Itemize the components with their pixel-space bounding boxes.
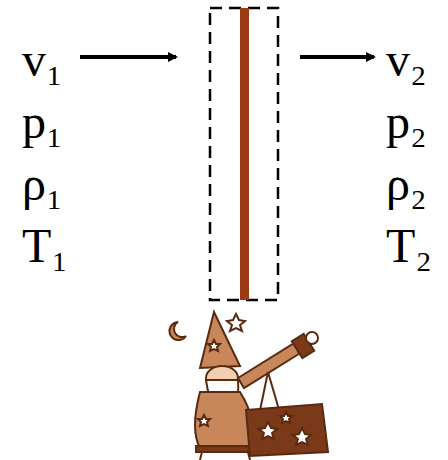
- outflow-arrow: [300, 55, 374, 59]
- state-variable: v₁: [22, 36, 63, 84]
- state-variable: ρ₁: [22, 160, 63, 208]
- state-variable: v₂: [386, 36, 427, 84]
- astronomer-clipart: [170, 312, 328, 460]
- state-variable: p₂: [386, 98, 427, 146]
- state-variable: T₁: [22, 222, 68, 270]
- state-variable: ρ₂: [386, 160, 427, 208]
- state-variable: p₁: [22, 98, 63, 146]
- control-volume: [210, 8, 278, 300]
- inflow-arrow: [80, 55, 176, 59]
- state-variable: T₂: [386, 222, 432, 270]
- shock-wave: [240, 8, 249, 300]
